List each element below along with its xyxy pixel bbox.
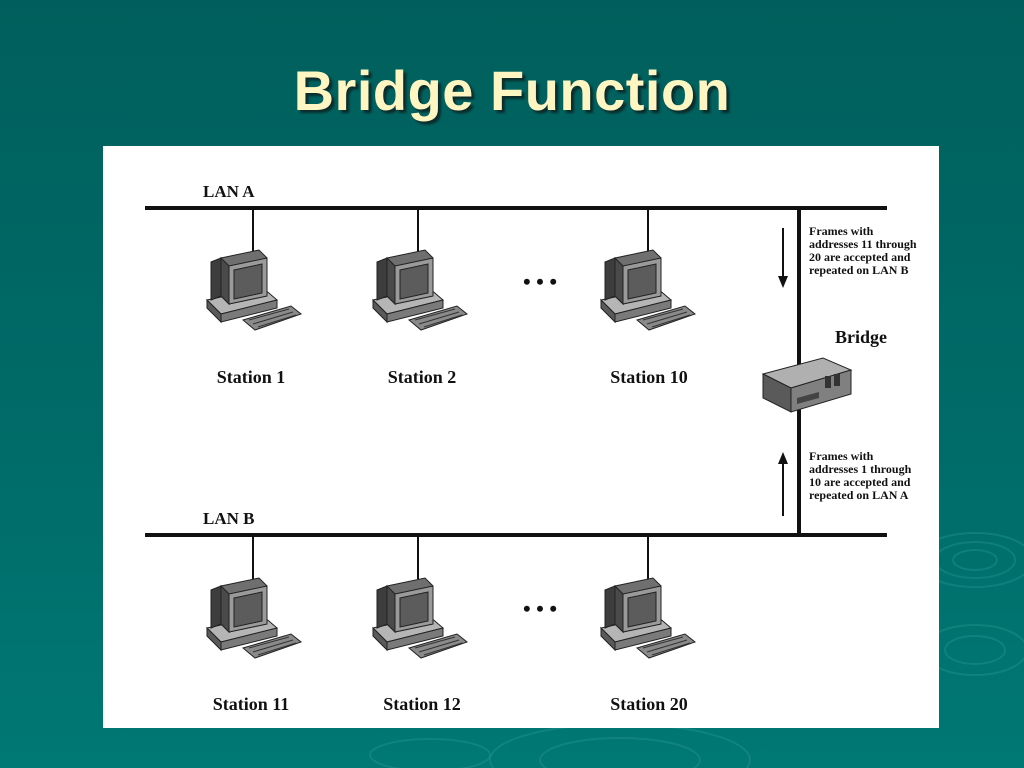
computer-icon xyxy=(600,577,696,659)
station-label: Station 11 xyxy=(213,694,290,714)
station-label: Station 20 xyxy=(610,694,688,714)
slide-title: Bridge Function xyxy=(293,59,731,122)
computer-icon xyxy=(372,577,468,659)
station-label: Station 12 xyxy=(383,694,461,714)
computer-icon xyxy=(206,577,302,659)
computer-icon xyxy=(600,249,696,331)
arrow-down-head xyxy=(778,276,788,288)
ellipsis: • • • xyxy=(523,596,557,621)
note-down: Frames with addresses 11 through 20 are … xyxy=(809,224,920,277)
computer-icon xyxy=(206,249,302,331)
station-label: Station 2 xyxy=(388,367,457,387)
arrow-up-head xyxy=(778,452,788,464)
diagram-panel: LAN A LAN B Station 1 Station 2 Station … xyxy=(103,146,939,728)
bridge-icon xyxy=(761,357,853,413)
station-label: Station 1 xyxy=(217,367,286,387)
bridge-label: Bridge xyxy=(835,327,887,347)
ellipsis: • • • xyxy=(523,269,557,294)
note-up: Frames with addresses 1 through 10 are a… xyxy=(809,449,914,502)
station-label: Station 10 xyxy=(610,367,688,387)
lan-a-label: LAN A xyxy=(203,182,255,201)
computer-icon xyxy=(372,249,468,331)
lan-b-label: LAN B xyxy=(203,509,254,528)
bridge-diagram: LAN A LAN B Station 1 Station 2 Station … xyxy=(145,182,920,714)
